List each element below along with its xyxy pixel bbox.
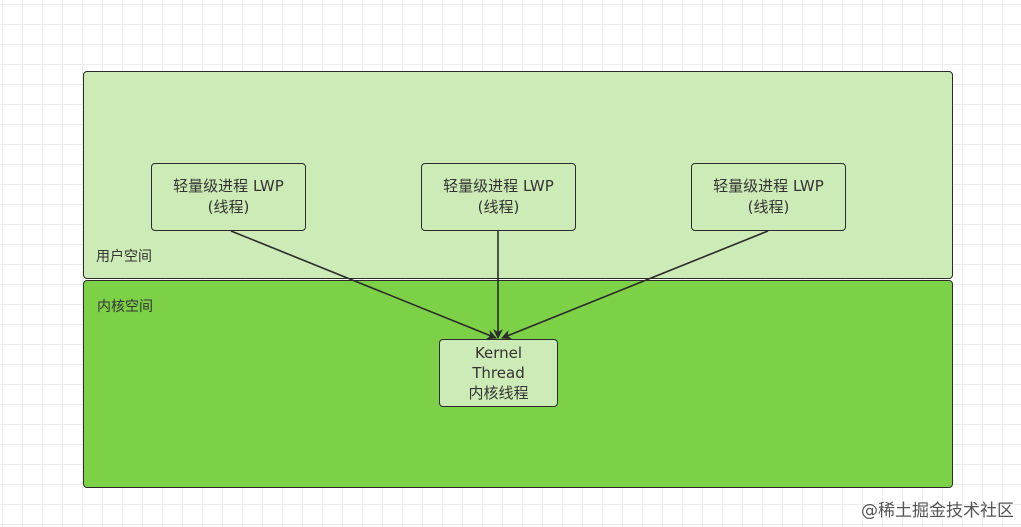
lwp-node-1-title: 轻量级进程 LWP xyxy=(173,177,284,195)
kernel-thread-line-1: Kernel xyxy=(474,344,523,362)
lwp-node-2-subtitle: (线程) xyxy=(477,198,520,216)
lwp-node-2-title: 轻量级进程 LWP xyxy=(443,177,554,195)
lwp-node-1-subtitle: (线程) xyxy=(207,198,250,216)
user-space-label: 用户空间 xyxy=(96,249,152,265)
lwp-node-3-subtitle: (线程) xyxy=(747,198,790,216)
lwp-node-3: 轻量级进程 LWP (线程) xyxy=(691,163,846,231)
lwp-node-2: 轻量级进程 LWP (线程) xyxy=(421,163,576,231)
kernel-thread-line-2: Thread xyxy=(472,364,525,382)
watermark: @稀土掘金技术社区 xyxy=(861,501,1014,521)
kernel-thread-line-3: 内核线程 xyxy=(468,384,529,402)
lwp-node-1: 轻量级进程 LWP (线程) xyxy=(151,163,306,231)
kernel-thread-node: Kernel Thread 内核线程 xyxy=(439,339,558,407)
lwp-node-3-title: 轻量级进程 LWP xyxy=(713,177,824,195)
kernel-space-label: 内核空间 xyxy=(97,299,153,315)
